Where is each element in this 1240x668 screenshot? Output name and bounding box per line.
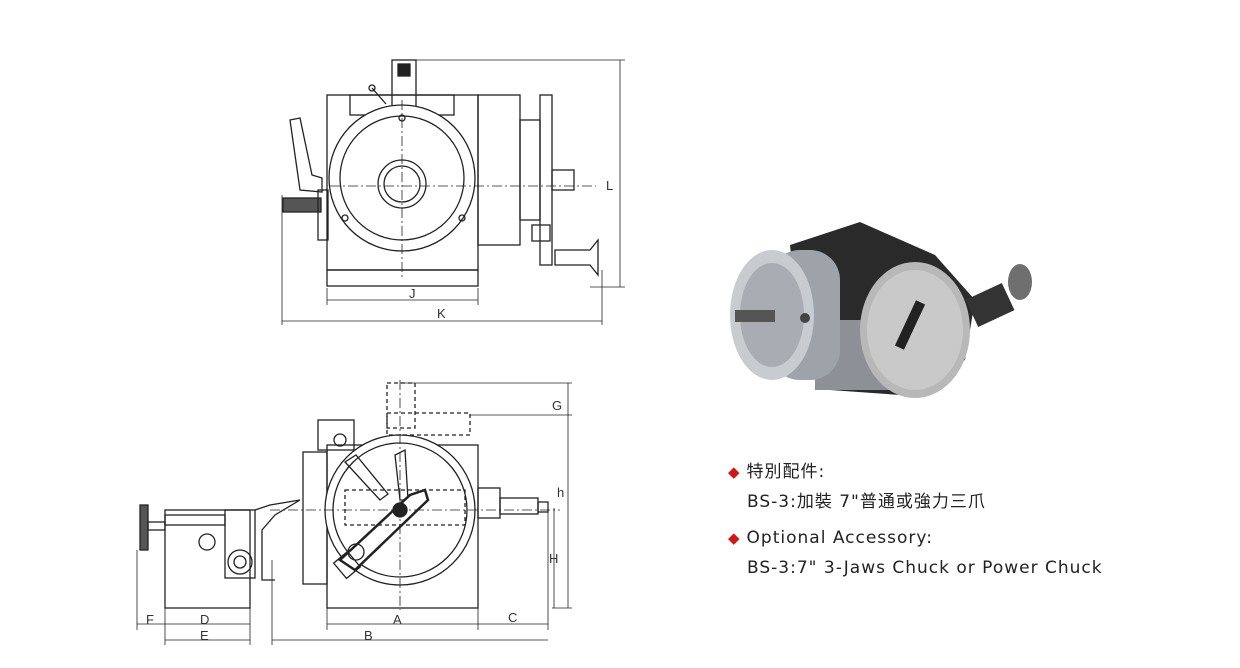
zh-heading-text: 特別配件: (746, 462, 826, 482)
accessory-en-text: BS-3:7" 3-Jaws Chuck or Power Chuck (747, 558, 1103, 578)
dim-label-A: A (393, 612, 402, 627)
diamond-icon: ◆ (728, 529, 741, 547)
dim-label-L: L (606, 178, 613, 193)
dim-label-B: B (364, 628, 373, 643)
side-view-drawing (136, 380, 572, 645)
dim-label-F: F (146, 612, 154, 627)
product-photo (730, 222, 1032, 398)
dim-label-h: h (557, 485, 564, 500)
top-view-drawing (281, 59, 625, 325)
dim-label-C: C (508, 610, 517, 625)
dim-label-J: J (409, 286, 416, 301)
dim-label-E: E (200, 628, 209, 643)
accessory-zh-text: BS-3:加裝 7"普通或強力三爪 (747, 492, 986, 512)
dim-label-D: D (200, 612, 209, 627)
accessory-en-heading: ◆ Optional Accessory: (728, 528, 933, 548)
en-heading-text: Optional Accessory: (746, 528, 933, 548)
accessory-zh-heading: ◆ 特別配件: (728, 457, 825, 482)
dim-label-G: G (552, 398, 562, 413)
diamond-icon: ◆ (728, 463, 741, 481)
dim-label-K: K (437, 306, 446, 321)
dim-label-H: H (549, 551, 558, 566)
